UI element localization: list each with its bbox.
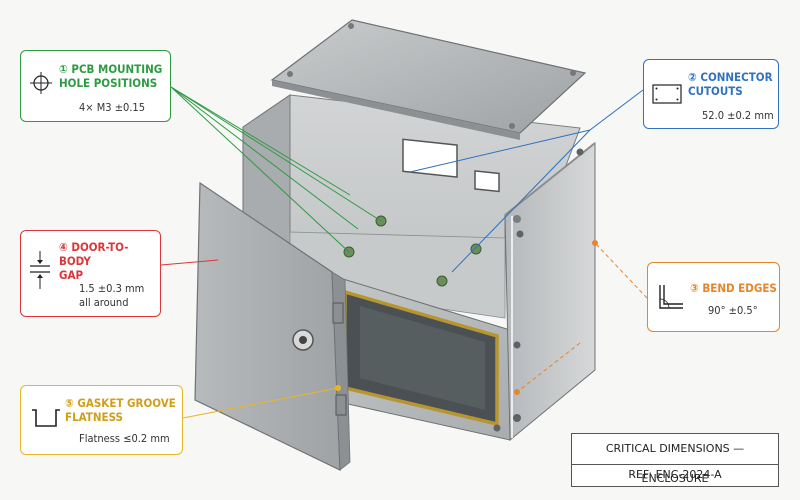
screw [516,230,524,238]
gap-dimension-icon [30,251,50,289]
lid [270,19,587,140]
cutout-plate-icon [652,84,682,104]
callout-title: ③ BEND EDGES [690,281,777,295]
callout-title: ② CONNECTOR CUTOUTS [688,70,773,98]
groove-profile-icon [32,409,60,427]
bend-leader [594,242,648,299]
callout-pcb-mounting: ① PCB MOUNTING HOLE POSITIONS 4× M3 ±0.1… [20,50,171,122]
callout-spec: 90° ±0.5° [708,304,758,317]
door-lock-core [299,336,307,344]
callout-spec: Flatness ≤0.2 mm [79,432,170,445]
pcb-leaders [170,86,382,253]
door [194,181,351,471]
callout-door-gap: ④ DOOR-TO-BODY GAP 1.5 ±0.3 mm all aroun… [20,230,161,317]
lid-screw [348,23,354,29]
callout-bend-edges: ③ BEND EDGES 90° ±0.5° [647,262,780,332]
title-block-ref: REF: ENC-2024-A [628,468,722,481]
screw [493,424,501,432]
callout-spec: 1.5 ±0.3 mm all around [79,282,145,309]
lid-screw [287,71,293,77]
gasket-leader [182,387,339,419]
standoff [436,275,448,287]
screw [513,414,521,422]
lid-screw [570,70,576,76]
right-angle-icon [659,285,683,309]
callout-title: ⑤ GASKET GROOVE FLATNESS [65,396,176,424]
standoff [470,243,482,255]
lid-screw [509,123,515,129]
callout-spec: 4× M3 ±0.15 [79,101,146,114]
connector-leaders [409,89,644,273]
hinge [335,394,347,416]
screw [513,341,521,349]
callout-title: ① PCB MOUNTING HOLE POSITIONS [59,62,163,90]
title-block-title: CRITICAL DIMENSIONS — ENCLOSURE [572,434,778,485]
callout-gasket-groove: ⑤ GASKET GROOVE FLATNESS Flatness ≤0.2 m… [20,385,183,455]
bend-leader [516,342,581,393]
connector-cutout-small [474,170,500,193]
callout-connector-cutouts: ② CONNECTOR CUTOUTS 52.0 ±0.2 mm [643,59,779,129]
door-gap-leader [160,259,219,266]
hinge [332,302,344,324]
callout-title: ④ DOOR-TO-BODY GAP [59,240,129,282]
callout-spec: 52.0 ±0.2 mm [702,109,774,122]
lid-edge [272,80,520,140]
crosshair-icon [30,72,52,94]
title-block: CRITICAL DIMENSIONS — ENCLOSURE REF: ENC… [571,433,779,487]
screw [513,215,521,223]
screw [576,148,584,156]
inner-panel-shine [360,306,485,410]
